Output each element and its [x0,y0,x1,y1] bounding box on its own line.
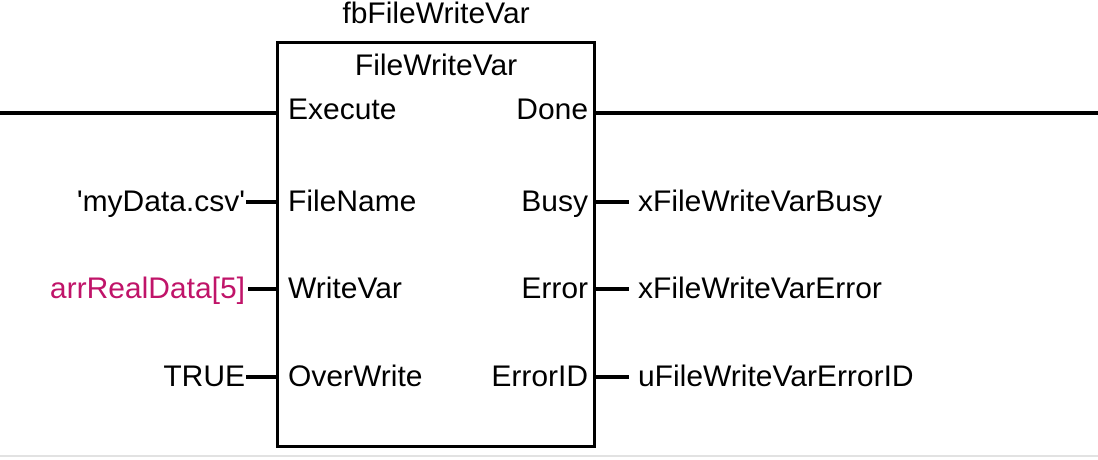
done-output-rail [593,111,1098,115]
input-operand-filename[interactable]: 'myData.csv' [76,185,245,218]
output-pin-label-done: Done [516,93,588,126]
busy-connector [593,200,629,204]
output-operand-error[interactable]: xFileWriteVarError [638,272,882,305]
output-operand-busy[interactable]: xFileWriteVarBusy [638,185,882,218]
execute-input-rail [0,111,278,115]
writevar-connector [248,287,278,291]
block-type-name: FileWriteVar [354,49,518,82]
overwrite-connector [246,375,278,379]
input-pin-label-execute: Execute [288,93,397,126]
input-pin-label-filename: FileName [288,185,417,218]
input-operand-writevar[interactable]: arrRealData[5] [49,272,245,305]
block-instance-name[interactable]: fbFileWriteVar [342,0,530,30]
filename-connector [246,200,278,204]
output-operand-errorid[interactable]: uFileWriteVarErrorID [638,360,914,393]
input-operand-overwrite[interactable]: TRUE [163,360,245,393]
output-pin-label-busy: Busy [521,185,588,218]
editor-bottom-divider [0,455,1098,457]
output-pin-label-errorid: ErrorID [491,360,588,393]
error-connector [593,287,629,291]
input-pin-label-writevar: WriteVar [288,272,402,305]
output-pin-label-error: Error [521,272,588,305]
function-block[interactable] [276,41,596,448]
errorid-connector [593,375,629,379]
input-pin-label-overwrite: OverWrite [288,360,423,393]
